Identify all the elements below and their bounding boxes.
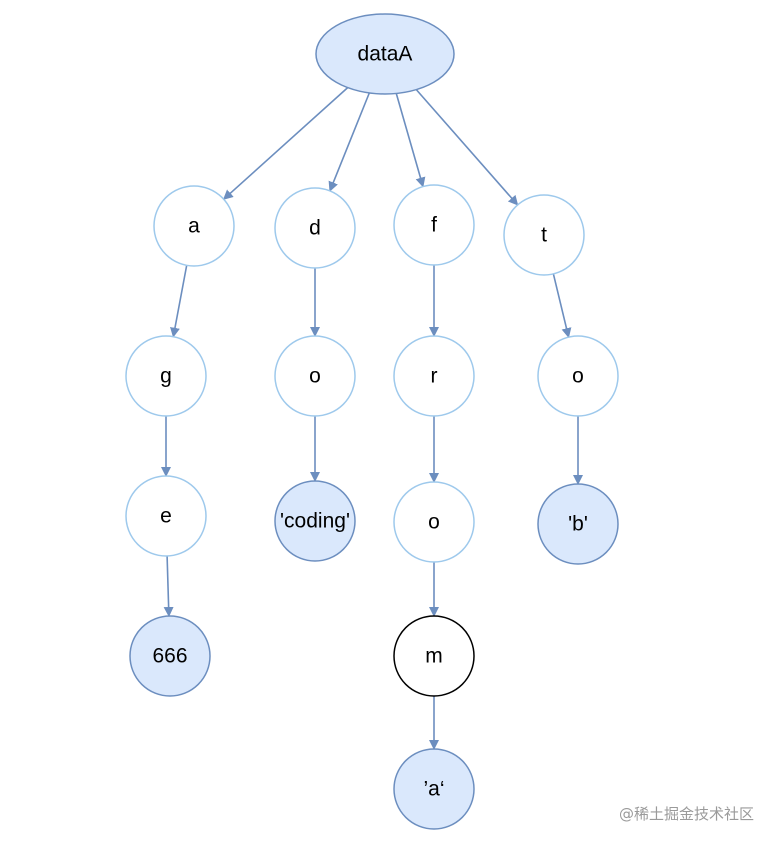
node-label-g: g	[160, 365, 172, 388]
node-shape-v666	[129, 615, 211, 697]
edge-root-to-f	[395, 93, 426, 188]
nodes: dataA a d f t g o r o e 'coding' o 'b' 666 m ’a‘	[125, 13, 619, 830]
node-f: f	[393, 184, 475, 266]
node-shape-o3	[537, 335, 619, 417]
edge-t-to-o3	[552, 273, 572, 339]
node-label-root: dataA	[358, 43, 413, 66]
node-g: g	[125, 335, 207, 417]
edges	[161, 87, 583, 750]
node-shape-a	[153, 185, 235, 267]
node-shape-m	[393, 615, 475, 697]
node-label-r: r	[431, 365, 438, 388]
node-r: r	[393, 335, 475, 417]
node-root: dataA	[315, 13, 455, 95]
node-label-d: d	[309, 217, 321, 240]
node-o2: o	[393, 481, 475, 563]
node-shape-b	[537, 483, 619, 565]
edge-root-to-t	[415, 89, 519, 206]
edge-e-to-v666	[163, 555, 174, 617]
edge-root-to-a	[222, 87, 349, 200]
node-o3: o	[537, 335, 619, 417]
node-shape-av	[393, 748, 475, 830]
node-d: d	[274, 187, 356, 269]
node-label-a: a	[188, 215, 200, 238]
node-shape-f	[393, 184, 475, 266]
node-a: a	[153, 185, 235, 267]
node-label-v666: 666	[152, 645, 187, 668]
edge-root-to-d	[328, 92, 371, 192]
node-label-m: m	[425, 645, 443, 668]
node-shape-coding	[274, 480, 356, 562]
node-label-t: t	[541, 224, 547, 247]
node-b: 'b'	[537, 483, 619, 565]
watermark-text: @稀土掘金技术社区	[618, 805, 754, 823]
node-shape-e	[125, 475, 207, 557]
node-t: t	[503, 194, 585, 276]
node-v666: 666	[129, 615, 211, 697]
node-label-av: ’a‘	[423, 778, 444, 801]
node-label-e: e	[160, 505, 172, 528]
node-shape-o2	[393, 481, 475, 563]
node-av: ’a‘	[393, 748, 475, 830]
node-label-o2: o	[428, 511, 440, 534]
node-coding: 'coding'	[274, 480, 356, 562]
node-e: e	[125, 475, 207, 557]
node-label-b: 'b'	[568, 513, 588, 536]
node-shape-r	[393, 335, 475, 417]
node-shape-root	[315, 13, 455, 95]
node-label-f: f	[431, 214, 437, 237]
node-label-o3: o	[572, 365, 584, 388]
node-o1: o	[274, 335, 356, 417]
node-label-coding: 'coding'	[280, 510, 350, 533]
node-shape-t	[503, 194, 585, 276]
node-m: m	[393, 615, 475, 697]
node-shape-d	[274, 187, 356, 269]
edge-a-to-g	[170, 265, 188, 338]
node-label-o1: o	[309, 365, 321, 388]
node-shape-o1	[274, 335, 356, 417]
node-shape-g	[125, 335, 207, 417]
